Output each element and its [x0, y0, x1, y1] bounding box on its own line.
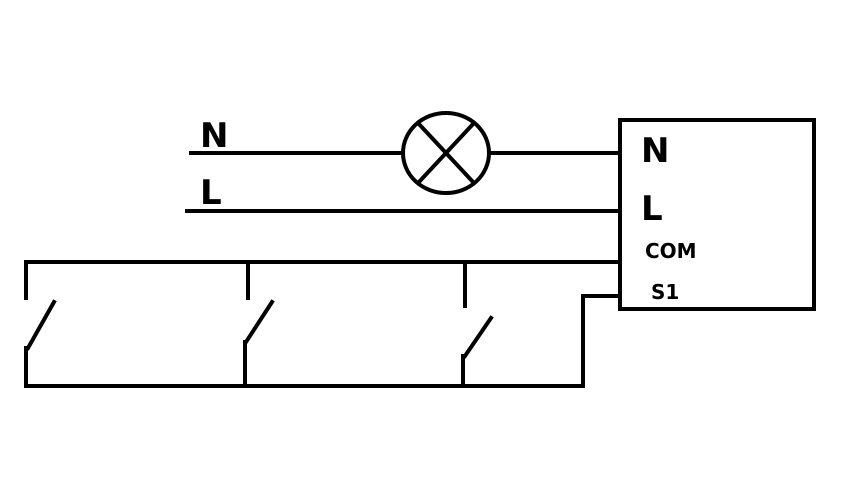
supply-neutral-label: N — [200, 116, 228, 156]
terminal-n-label: N — [641, 131, 669, 171]
switch-3 — [461, 260, 494, 388]
terminal-com-label: COM — [645, 239, 697, 263]
terminal-l-label: L — [641, 189, 663, 229]
supply-live-label: L — [200, 173, 222, 213]
terminal-s1-label: S1 — [651, 280, 679, 304]
switch-2 — [243, 260, 275, 388]
s1-return-wire — [581, 294, 622, 388]
switch-1 — [24, 260, 57, 388]
lamp-cross-circle-icon — [401, 111, 491, 195]
controller-box — [618, 118, 816, 311]
